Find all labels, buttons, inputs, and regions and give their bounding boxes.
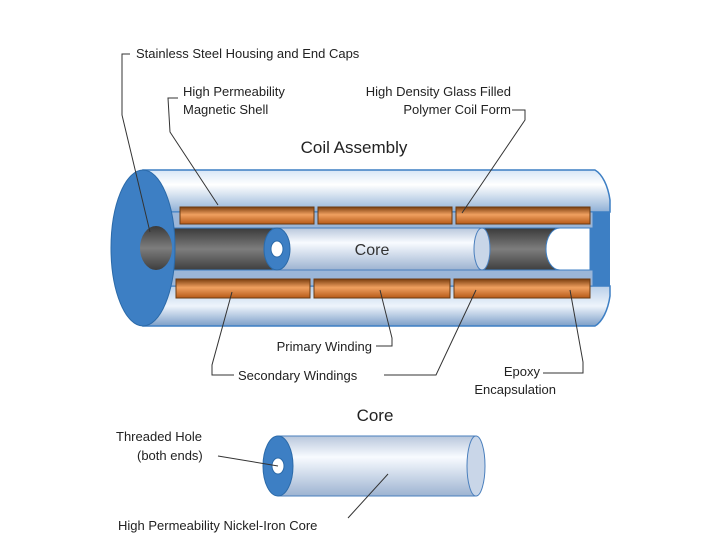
core-inside-label: Core <box>355 242 390 259</box>
secondary-winding-upper-right <box>455 206 591 225</box>
secondary-winding-lower-left <box>175 278 311 299</box>
epoxy-label-line1: Epoxy <box>504 364 541 379</box>
leader-lines <box>121 53 584 519</box>
threaded-hole-label-line1: Threaded Hole <box>116 429 202 444</box>
coilform-label-line2: Polymer Coil Form <box>403 102 511 117</box>
upper-windings <box>179 206 591 225</box>
shell-label-line2: Magnetic Shell <box>183 102 268 117</box>
bore-end-face <box>545 227 591 271</box>
end-cap <box>110 169 176 327</box>
nickel-iron-core-label: High Permeability Nickel-Iron Core <box>118 518 317 533</box>
threaded-hole-label-line2: (both ends) <box>137 448 203 463</box>
primary-winding-upper <box>317 206 453 225</box>
epoxy-label-line2: Encapsulation <box>474 382 556 397</box>
housing-upper <box>142 169 611 213</box>
housing-label: Stainless Steel Housing and End Caps <box>136 46 360 61</box>
standalone-core <box>262 435 486 497</box>
shell-label-line1: High Permeability <box>183 84 285 99</box>
coil-assembly: Core <box>110 169 611 327</box>
lower-windings <box>175 278 591 299</box>
secondary-windings-label: Secondary Windings <box>238 368 358 383</box>
primary-winding-label: Primary Winding <box>277 339 372 354</box>
secondary-winding-lower-right <box>453 278 591 299</box>
labels: Stainless Steel Housing and End Caps Hig… <box>116 46 556 533</box>
core-rod-inside: Core <box>263 227 491 271</box>
primary-winding-lower <box>313 278 451 299</box>
assembly-title: Coil Assembly <box>301 138 408 157</box>
secondary-winding-upper-left <box>179 206 315 225</box>
coilform-label-line1: High Density Glass Filled <box>366 84 511 99</box>
core-title: Core <box>357 406 394 425</box>
